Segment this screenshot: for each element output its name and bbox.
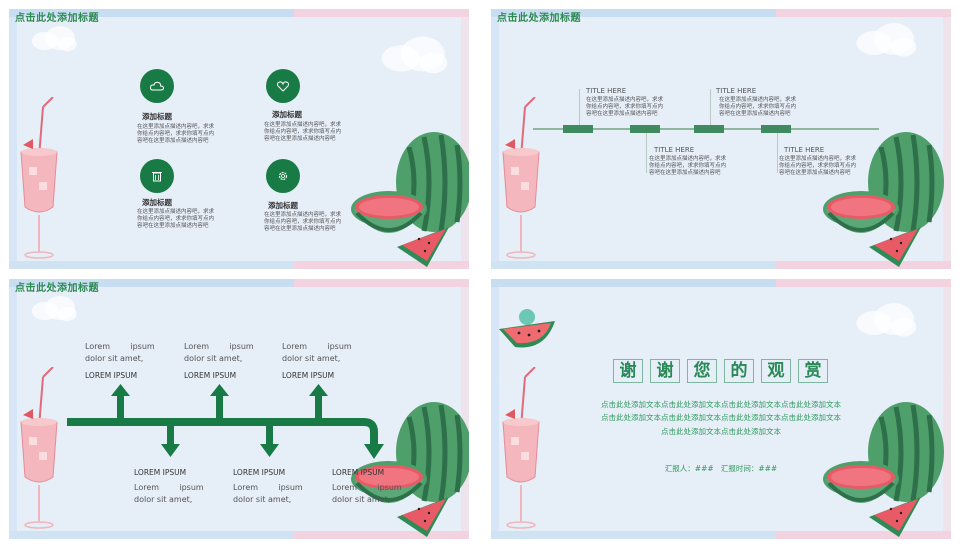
heart-icon <box>266 69 300 103</box>
timeline-description: 在这里添加点描述内容吧，求求你给点内容吧，求求你填写点内容吧在这里添加点描述内容… <box>649 156 727 176</box>
bottom-band <box>491 531 951 539</box>
cloud-decoration <box>29 23 79 53</box>
timeline-marker <box>630 125 660 133</box>
body-text-line: 点击此处添加文本点击此处添加文本 <box>661 427 781 436</box>
item-description: 在这里添加点描述内容吧，求求你给点内容吧，求求你填写点内容吧在这里添加点描述内容… <box>137 124 215 144</box>
bottom-band <box>9 531 469 539</box>
cloud-decoration <box>29 293 79 323</box>
timeline-title: TITLE HERE <box>716 87 757 95</box>
thanks-char: 谢 <box>650 359 680 383</box>
arrow-flow-diagram <box>67 384 384 459</box>
slide-title: 点击此处添加标题 <box>15 283 99 294</box>
lorem-text: dolor sit amet, <box>184 354 243 363</box>
timeline-description: 在这里添加点描述内容吧，求求你给点内容吧，求求你填写点内容吧在这里添加点描述内容… <box>586 97 664 117</box>
drink-glass-illustration <box>501 97 541 267</box>
timeline-title: TITLE HERE <box>784 146 825 154</box>
top-band <box>491 279 951 287</box>
drink-glass-illustration <box>19 367 59 537</box>
cloud-icon <box>140 69 174 103</box>
timeline-marker <box>563 125 593 133</box>
top-band <box>9 9 469 17</box>
lorem-caption: LOREM IPSUM <box>184 371 237 380</box>
timeline-connector <box>777 133 778 173</box>
lorem-caption: LOREM IPSUM <box>233 468 286 477</box>
watermelon-illustration <box>349 127 469 267</box>
lorem-text: Lorem ipsum <box>233 483 303 492</box>
cloud-decoration <box>851 299 921 339</box>
lorem-caption: LOREM IPSUM <box>134 468 187 477</box>
lorem-caption: LOREM IPSUM <box>332 468 385 477</box>
watermelon-illustration <box>821 127 951 267</box>
drink-glass-illustration <box>19 97 59 267</box>
thanks-heading: 谢 谢 您 的 观 赏 <box>613 359 828 383</box>
lorem-text: dolor sit amet, <box>233 495 292 504</box>
timeline-connector <box>646 133 647 173</box>
lorem-text: dolor sit amet, <box>282 354 341 363</box>
drink-glass-illustration <box>501 367 541 537</box>
lorem-text: Lorem ipsum <box>332 483 402 492</box>
item-heading: 添加标题 <box>142 198 172 207</box>
reporter-info: 汇报人：### 汇报时间：### <box>664 464 778 473</box>
timeline-connector <box>579 89 580 125</box>
timeline-description: 在这里添加点描述内容吧，求求你给点内容吧，求求你填写点内容吧在这里添加点描述内容… <box>719 97 797 117</box>
item-heading: 添加标题 <box>268 201 298 210</box>
timeline-description: 在这里添加点描述内容吧，求求你给点内容吧，求求你填写点内容吧在这里添加点描述内容… <box>779 156 857 176</box>
lorem-text: Lorem ipsum <box>184 342 254 351</box>
slide-1[interactable]: 点击此处添加标题 添加标题 在这里添加点描述内容吧，求求你给点内容吧，求求你填写… <box>9 9 469 269</box>
trash-icon <box>140 159 174 193</box>
gear-icon <box>266 159 300 193</box>
bottom-band <box>491 261 951 269</box>
watermelon-slice-icon <box>499 309 555 348</box>
thanks-char: 您 <box>687 359 717 383</box>
slide-2[interactable]: 点击此处添加标题 TITLE HERE 在这里添加点描述内容吧，求求你给点内容吧… <box>491 9 951 269</box>
top-band <box>491 9 951 17</box>
thanks-char: 赏 <box>798 359 828 383</box>
top-band <box>9 279 469 287</box>
thanks-char: 的 <box>724 359 754 383</box>
lorem-text: dolor sit amet, <box>134 495 193 504</box>
timeline-marker <box>761 125 791 133</box>
item-description: 在这里添加点描述内容吧，求求你给点内容吧，求求你填写点内容吧在这里添加点描述内容… <box>264 122 342 142</box>
thanks-char: 观 <box>761 359 791 383</box>
lorem-text: Lorem ipsum <box>282 342 352 351</box>
item-heading: 添加标题 <box>272 110 302 119</box>
lorem-text: dolor sit amet, <box>85 354 144 363</box>
slide-4[interactable]: 谢 谢 您 的 观 赏 点击此处添加文本点击此处添加文本点击此处添加文本点击此处… <box>491 279 951 539</box>
lorem-caption: LOREM IPSUM <box>85 371 138 380</box>
lorem-text: Lorem ipsum <box>134 483 204 492</box>
lorem-text: Lorem ipsum <box>85 342 155 351</box>
item-description: 在这里添加点描述内容吧，求求你给点内容吧，求求你填写点内容吧在这里添加点描述内容… <box>264 212 342 232</box>
timeline-title: TITLE HERE <box>586 87 627 95</box>
timeline-title: TITLE HERE <box>654 146 695 154</box>
body-text-line: 点击此处添加文本点击此处添加文本点击此处添加文本点击此处添加文本 <box>601 400 841 409</box>
slide-3[interactable]: 点击此处添加标题 Lorem ipsum dolor sit amet, LOR… <box>9 279 469 539</box>
slide-title: 点击此处添加标题 <box>15 13 99 24</box>
item-heading: 添加标题 <box>142 112 172 121</box>
cloud-decoration <box>851 19 921 59</box>
timeline-connector <box>710 89 711 125</box>
lorem-text: dolor sit amet, <box>332 495 391 504</box>
item-description: 在这里添加点描述内容吧，求求你给点内容吧，求求你填写点内容吧在这里添加点描述内容… <box>137 209 215 229</box>
slide-title: 点击此处添加标题 <box>497 13 581 24</box>
body-text-line: 点击此处添加文本点击此处添加文本点击此处添加文本点击此处添加文本 <box>601 413 841 422</box>
bottom-band <box>9 261 469 269</box>
lorem-caption: LOREM IPSUM <box>282 371 335 380</box>
cloud-decoration <box>379 29 449 79</box>
thanks-char: 谢 <box>613 359 643 383</box>
timeline-marker <box>694 125 724 133</box>
